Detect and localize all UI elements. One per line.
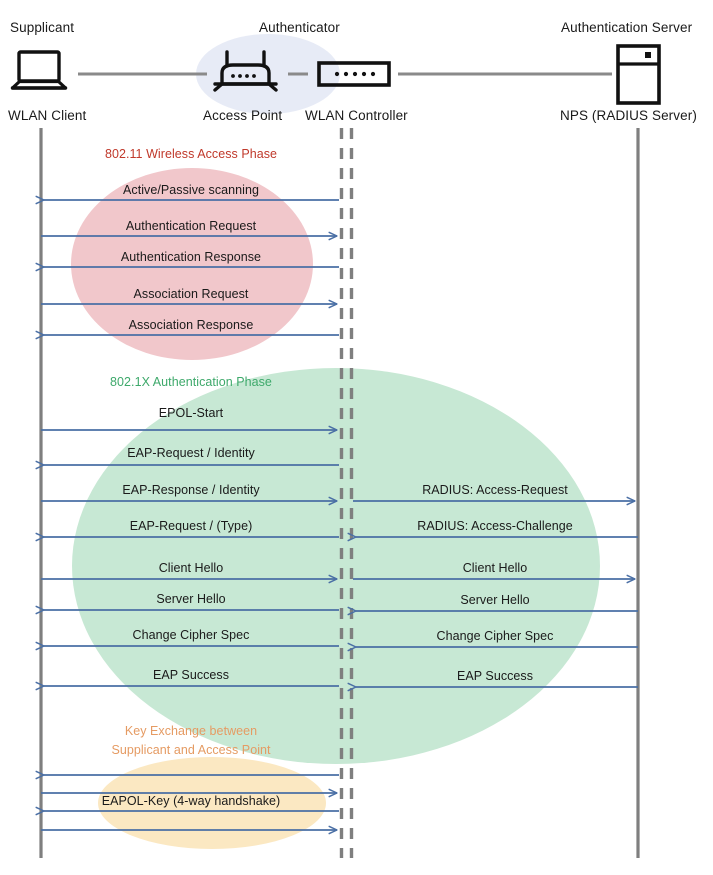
node-label-wlan-client: WLAN Client bbox=[8, 108, 87, 123]
msg-label-client-hello-right: Client Hello bbox=[462, 561, 528, 575]
role-title-auth-server: Authentication Server bbox=[561, 20, 693, 35]
role-title-supplicant: Supplicant bbox=[10, 20, 75, 35]
msg-label-client-hello-left: Client Hello bbox=[158, 561, 224, 575]
msg-label-eap-request-identity: EAP-Request / Identity bbox=[127, 446, 255, 460]
phase-label-80211: 802.11 Wireless Access Phase bbox=[104, 147, 278, 161]
server-icon bbox=[616, 44, 661, 105]
phase-ellipse-80211 bbox=[71, 168, 313, 360]
msg-label-active-passive-scanning: Active/Passive scanning bbox=[123, 183, 259, 197]
laptop-icon bbox=[10, 50, 68, 90]
msg-label-radius-access-request: RADIUS: Access-Request bbox=[422, 483, 568, 497]
access-point-icon bbox=[213, 50, 278, 92]
msg-label-eap-success-left: EAP Success bbox=[152, 668, 230, 682]
msg-label-authentication-request: Authentication Request bbox=[125, 219, 257, 233]
left-message-arrows bbox=[41, 200, 339, 830]
phase-label-key-exchange: Key Exchange between Supplicant and Acce… bbox=[51, 722, 331, 760]
msg-label-radius-access-challenge: RADIUS: Access-Challenge bbox=[417, 519, 573, 533]
phase-label-key-exchange-line2: Supplicant and Access Point bbox=[111, 743, 271, 757]
wlan-controller-icon bbox=[317, 61, 391, 87]
msg-label-association-response: Association Response bbox=[128, 318, 254, 332]
node-label-access-point: Access Point bbox=[203, 108, 283, 123]
msg-label-eap-request-type: EAP-Request / (Type) bbox=[129, 519, 253, 533]
msg-label-authentication-response: Authentication Response bbox=[120, 250, 262, 264]
msg-label-server-hello-left: Server Hello bbox=[156, 592, 226, 606]
phase-ellipse-key bbox=[98, 757, 326, 849]
msg-label-eap-success-right: EAP Success bbox=[456, 669, 534, 683]
phase-ellipse-8021x bbox=[72, 368, 600, 764]
role-title-authenticator: Authenticator bbox=[259, 20, 340, 35]
msg-label-epol-start: EPOL-Start bbox=[158, 406, 224, 420]
phase-label-key-exchange-line1: Key Exchange between bbox=[124, 724, 258, 738]
node-label-wlan-controller: WLAN Controller bbox=[305, 108, 408, 123]
msg-label-eap-response-identity: EAP-Response / Identity bbox=[122, 483, 260, 497]
msg-label-server-hello-right: Server Hello bbox=[460, 593, 530, 607]
right-message-arrows bbox=[353, 501, 638, 687]
node-label-nps: NPS (RADIUS Server) bbox=[560, 108, 697, 123]
msg-label-association-request: Association Request bbox=[133, 287, 249, 301]
phase-label-8021x: 802.1X Authentication Phase bbox=[110, 375, 272, 389]
msg-label-change-cipher-spec-left: Change Cipher Spec bbox=[132, 628, 250, 642]
msg-label-change-cipher-spec-right: Change Cipher Spec bbox=[436, 629, 554, 643]
msg-label-eapol-key: EAPOL-Key (4-way handshake) bbox=[101, 794, 281, 808]
